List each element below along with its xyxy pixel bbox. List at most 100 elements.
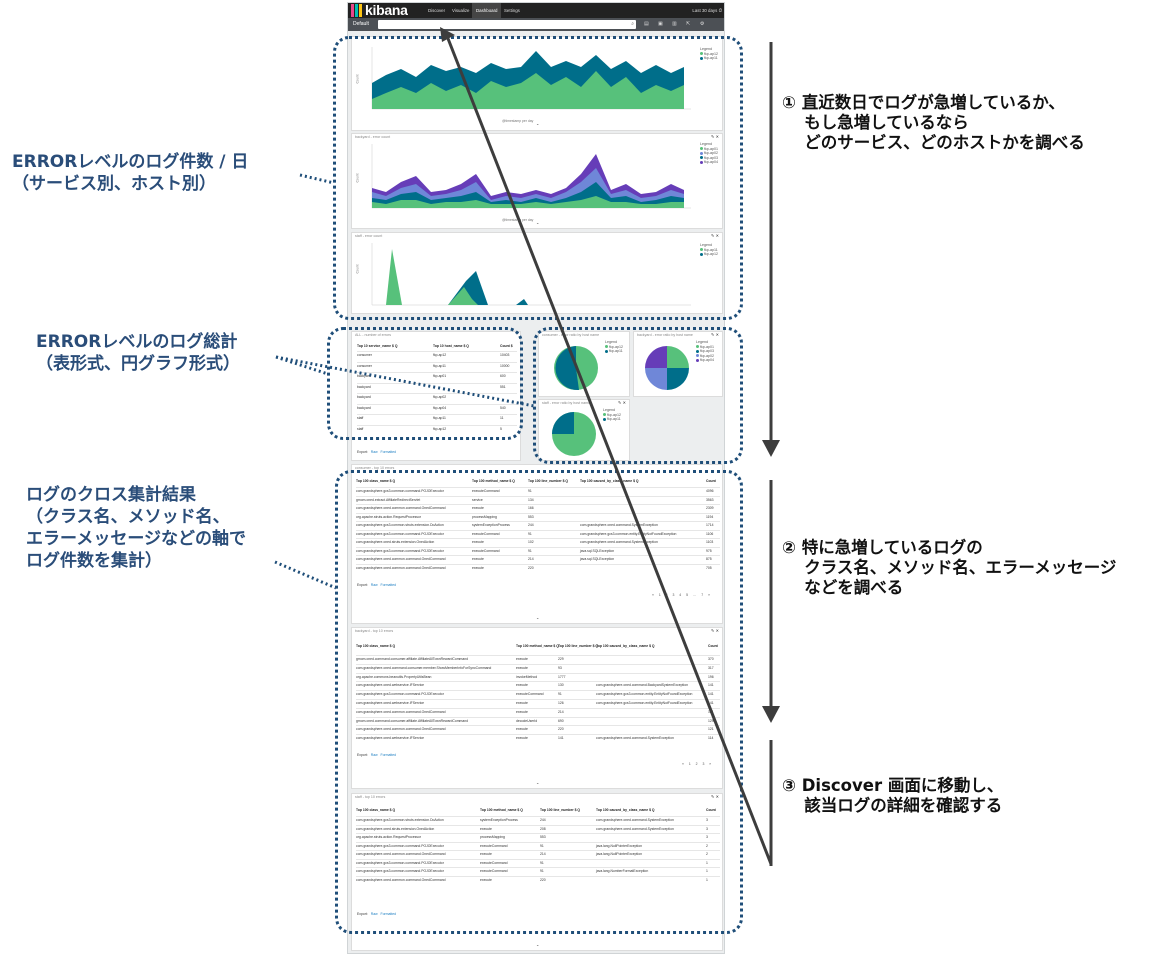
table-cell[interactable]: org.apache.struts.action.RequestProcesso… (356, 835, 422, 839)
new-dashboard-icon[interactable]: ▤ (644, 21, 649, 27)
export-label: Export: (357, 450, 368, 454)
export-raw-link[interactable]: Raw (370, 912, 378, 916)
table-cell[interactable]: staff (357, 416, 364, 420)
table-cell[interactable]: com.grandsphere.gcs3.common.command.POJO… (356, 692, 444, 697)
connector-summary-table (275, 355, 329, 376)
table-cell[interactable]: com.grandsphere.gcs3.common.command.POJO… (356, 843, 444, 848)
table-cell: 1 (706, 869, 708, 873)
table-cell[interactable]: fkp-ap12 (433, 353, 447, 357)
panel-title: staff - top 10 errors (355, 795, 386, 799)
panel-title: backyard - error count (355, 135, 391, 139)
kibana-logo[interactable]: kibana (351, 2, 421, 18)
table-cell[interactable]: 220 (540, 877, 546, 882)
logo-bar-yellow (359, 4, 362, 17)
export-raw-link[interactable]: Raw (370, 753, 378, 757)
row-divider (356, 867, 720, 868)
column-header[interactable]: Top 100 class_name $ Q (356, 808, 396, 812)
table-cell[interactable]: fkp-ap04 (433, 405, 447, 410)
export-formatted-link[interactable]: Formatted (380, 450, 396, 454)
table-cell[interactable]: fkp-ap12 (433, 426, 447, 431)
column-header[interactable]: Top 100 class_name $ Q (356, 644, 396, 648)
table-cell[interactable]: gmom.oned.command.consumer.affiliate.Aff… (356, 657, 469, 661)
clock-icon: ⏱ (718, 8, 722, 13)
table-cell[interactable]: com.grandsphere.gcs3.common.struts.exten… (356, 523, 444, 527)
row-divider (356, 875, 720, 877)
panel-title: consumer - top 10 errors (355, 466, 395, 470)
table-cell[interactable]: executeCommand (480, 869, 508, 873)
table-cell[interactable]: com.grandsphere.oned.webservice.IFServic… (356, 701, 425, 705)
panel-title: backyard - top 10 errors (355, 629, 394, 633)
export-raw-link[interactable]: Raw (370, 583, 378, 587)
panel-title: staff - error count (355, 234, 383, 238)
nav-discover[interactable]: Discover (428, 8, 446, 13)
annotation-step-3: ③ Discover 画面に移動し、 該当ログの詳細を確認する (782, 776, 1004, 815)
table-cell[interactable]: com.grandsphere.oned.common.command.Oned… (356, 852, 446, 856)
table-cell[interactable]: com.grandsphere.oned.common.command.Oned… (356, 727, 446, 732)
highlight-box-error-count (333, 36, 743, 320)
nav-visualize[interactable]: Visualize (452, 8, 470, 13)
time-range-picker[interactable]: Last 30 days ⏱ (692, 3, 722, 18)
table-cell[interactable]: com.grandsphere.gcs3.common.struts.exten… (356, 818, 444, 822)
search-input[interactable]: ⌕ (378, 20, 636, 29)
export-label: Export: (357, 912, 368, 916)
collapse-caret-icon[interactable]: ⌃ (536, 944, 540, 949)
export-label: Export: (357, 753, 368, 757)
table-cell[interactable]: consumer (357, 353, 372, 357)
row-divider (357, 414, 517, 415)
table-cell[interactable]: gmom.oned.extract.AffiliateRedirectServl… (356, 497, 421, 502)
table-cell[interactable]: com.grandsphere.gcs3.common.command.POJO… (356, 869, 444, 873)
annotation-error-total: ERRORレベルのログ総計 （表形式、円グラフ形式） (36, 332, 240, 374)
row-divider (357, 424, 517, 426)
table-cell[interactable]: com.grandsphere.gcs3.common.command.POJO… (356, 548, 444, 553)
arrow-head-step-2 (762, 706, 780, 723)
table-cell[interactable]: com.grandsphere.gcs3.common.command.POJO… (356, 860, 444, 865)
export-formatted-link[interactable]: Formatted (380, 583, 396, 587)
nav-settings[interactable]: Settings (504, 8, 520, 13)
save-icon[interactable]: ▣ (658, 21, 663, 27)
export-formatted-link[interactable]: Formatted (380, 912, 396, 916)
open-icon[interactable]: ▥ (672, 21, 677, 27)
table-cell[interactable]: execute (480, 877, 492, 882)
kibana-logo-text: kibana (365, 2, 408, 18)
export-formatted-link[interactable]: Formatted (380, 753, 396, 757)
table-cell[interactable]: com.grandsphere.oned.webservice.IFServic… (356, 683, 425, 688)
column-header[interactable]: Top 10 service_name $ Q (357, 344, 398, 348)
nav-dashboard[interactable]: Dashboard (472, 3, 502, 18)
share-icon[interactable]: ⇱ (686, 21, 691, 27)
highlight-box-summary-table (327, 327, 523, 440)
table-cell: 1 (706, 877, 708, 882)
table-cell[interactable]: com.grandsphere.oned.common.command.Oned… (356, 565, 446, 570)
table-cell[interactable]: java.lang.NumberFormatException (596, 869, 649, 873)
table-cell[interactable]: staff (357, 426, 364, 431)
table-cell[interactable]: fkp-ap11 (433, 416, 446, 420)
table-cell[interactable]: com.grandsphere.oned.webservice.IFServic… (356, 736, 425, 741)
highlight-box-cross-tables (335, 470, 743, 934)
table-cell[interactable]: com.grandsphere.gcs3.common.command.POJO… (356, 531, 444, 536)
column-header[interactable]: Top 100 class_name $ Q (356, 479, 396, 483)
connector-error-count (299, 173, 335, 185)
annotation-step-1: ① 直近数日でログが急増しているか、 もし急増しているなら どのサービス、どのホ… (782, 93, 1085, 152)
search-icon[interactable]: ⌕ (631, 21, 634, 27)
table-cell[interactable]: org.apache.commons.beanutils.PropertyUti… (356, 674, 432, 679)
highlight-box-pie-charts (533, 327, 743, 464)
gear-icon[interactable]: ⚙ (700, 21, 705, 27)
table-cell[interactable]: com.grandsphere.oned.common.command.Oned… (356, 506, 446, 510)
row-divider (357, 351, 517, 352)
table-cell[interactable]: com.grandsphere.gcs3.common.command.POJO… (356, 489, 444, 493)
connector-cross-tables (274, 560, 337, 590)
table-cell[interactable]: backyard (357, 405, 371, 410)
annotation-cross-tables: ログのクロス集計結果 （クラス名、メソッド名、 エラーメッセージなどの軸で ログ… (26, 485, 246, 571)
table-cell[interactable]: gmom.oned.command.consumer.affiliate.Aff… (356, 718, 469, 723)
table-cell[interactable]: com.grandsphere.oned.common.command.Oned… (356, 709, 446, 714)
table-cell[interactable]: org.apache.struts.action.RequestProcesso… (356, 514, 422, 519)
table-cell[interactable]: com.grandsphere.oned.common.command.Oned… (356, 877, 446, 882)
export-raw-link[interactable]: Raw (370, 450, 378, 454)
annotation-error-count: ERRORレベルのログ件数 / 日 （サービス別、ホスト別） (12, 152, 249, 194)
table-cell[interactable]: 91 (540, 869, 544, 873)
table-cell[interactable]: com.grandsphere.oned.common.command.Oned… (356, 557, 446, 561)
table-cell[interactable]: com.grandsphere.oned.struts.extension.On… (356, 826, 435, 831)
table-cell[interactable]: com.grandsphere.oned.struts.extension.On… (356, 540, 435, 544)
table-cell[interactable]: com.grandsphere.oned.command.consumer.me… (356, 665, 492, 670)
